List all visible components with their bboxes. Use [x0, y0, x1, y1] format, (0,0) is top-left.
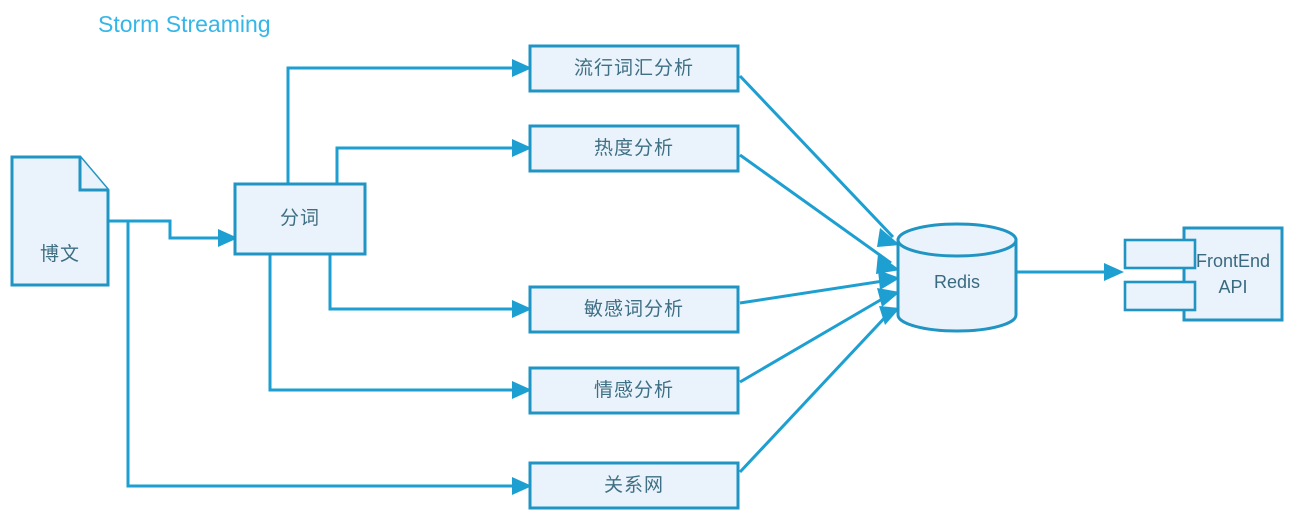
edge-layer [108, 59, 1124, 495]
arrowhead-sentiment-to-redis [877, 288, 900, 307]
arrowhead-source-to-tokenizer [218, 229, 238, 247]
node-sentiment-label: 情感分析 [594, 379, 674, 401]
edge-heat-to-redis [739, 153, 892, 265]
diagram-title: Storm Streaming [98, 11, 271, 37]
edge-tokenizer-to-heat [335, 146, 512, 184]
arrowhead-source-to-relation [512, 477, 532, 495]
node-frontend-api[interactable]: FrontEnd API [1123, 226, 1284, 322]
processor-box-shape [528, 44, 740, 93]
edge-tokenizer-to-sensitive [328, 254, 512, 311]
arrowhead-trending-to-redis [877, 228, 900, 247]
tokenizer-box-shape [233, 182, 367, 256]
component-tab-lower-icon [1123, 280, 1197, 312]
edge-sensitive-to-redis [739, 278, 891, 305]
node-sentiment[interactable]: 情感分析 [528, 366, 740, 415]
arrowhead-tokenizer-to-heat [512, 139, 532, 157]
arrowhead-tokenizer-to-trending [512, 59, 532, 77]
node-frontend-api-label-line1: FrontEnd [1196, 251, 1270, 271]
node-sensitive-words[interactable]: 敏感词分析 [528, 285, 740, 334]
edge-relation-to-redis [738, 310, 892, 474]
edge-tokenizer-to-trending [286, 66, 512, 184]
node-heat-analysis[interactable]: 热度分析 [528, 124, 740, 173]
node-relation-net[interactable]: 关系网 [528, 461, 740, 510]
arrowhead-redis-to-frontend [1104, 263, 1124, 281]
node-source-label: 博文 [40, 243, 80, 265]
node-trending-words[interactable]: 流行词汇分析 [528, 44, 740, 93]
edge-source-to-tokenizer [108, 219, 218, 240]
node-relation-net-label: 关系网 [604, 474, 664, 496]
node-trending-words-label: 流行词汇分析 [574, 57, 694, 79]
component-body-shape [1182, 226, 1284, 322]
edge-tokenizer-to-sentiment [268, 254, 512, 392]
arrowhead-relation-to-redis [879, 306, 900, 325]
node-tokenizer[interactable]: 分词 [233, 182, 367, 256]
processor-box-shape [528, 461, 740, 510]
arrowhead-sensitive-to-redis [878, 270, 900, 290]
node-redis-datastore[interactable]: Redis [896, 222, 1018, 333]
arrowhead-tokenizer-to-sensitive [512, 300, 532, 318]
node-frontend-api-label-line2: API [1218, 277, 1247, 297]
arrowhead-tokenizer-to-sentiment [512, 381, 532, 399]
node-tokenizer-label: 分词 [280, 207, 320, 229]
cylinder-body-shape [896, 238, 1018, 333]
node-sensitive-words-label: 敏感词分析 [584, 298, 684, 320]
arrowhead-heat-to-redis [876, 254, 900, 274]
edge-sentiment-to-redis [739, 293, 890, 384]
edge-trending-to-redis [738, 74, 895, 239]
node-source-document[interactable]: 博文 [10, 155, 110, 287]
cylinder-top-shape [896, 222, 1018, 258]
processor-box-shape [528, 285, 740, 334]
processor-box-shape [528, 124, 740, 173]
processor-box-shape [528, 366, 740, 415]
node-heat-analysis-label: 热度分析 [594, 137, 674, 159]
component-tab-upper-icon [1123, 238, 1197, 270]
node-redis-label: Redis [934, 272, 980, 292]
edge-source-to-relation [126, 221, 512, 488]
document-fold-icon [78, 157, 108, 192]
